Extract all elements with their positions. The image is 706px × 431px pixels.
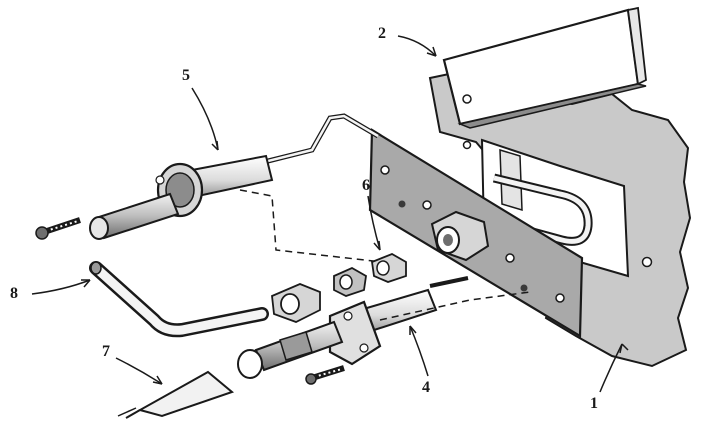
callout-8: 8 — [10, 285, 18, 302]
compression-nuts — [271, 253, 407, 323]
probe-tip — [117, 370, 235, 419]
leader-2 — [397, 35, 437, 57]
mounting-plate — [368, 128, 584, 338]
callout-1: 1 — [590, 395, 598, 412]
callout-7: 7 — [102, 343, 110, 360]
leader-4 — [409, 325, 429, 377]
callout-2: 2 — [378, 25, 386, 42]
leader-7 — [115, 357, 163, 385]
mounting-bracket — [442, 6, 647, 129]
upper-electrode-assembly — [35, 113, 401, 265]
lower-electrode-assembly — [237, 276, 531, 385]
bent-gas-tube — [89, 261, 269, 338]
leader-1 — [599, 343, 623, 393]
callout-5: 5 — [182, 67, 190, 84]
leader-5 — [191, 87, 219, 151]
callout-6: 6 — [362, 177, 370, 194]
callout-4: 4 — [422, 379, 430, 396]
leader-lines — [31, 35, 629, 393]
leader-8 — [31, 279, 91, 295]
leader-6 — [367, 195, 381, 251]
